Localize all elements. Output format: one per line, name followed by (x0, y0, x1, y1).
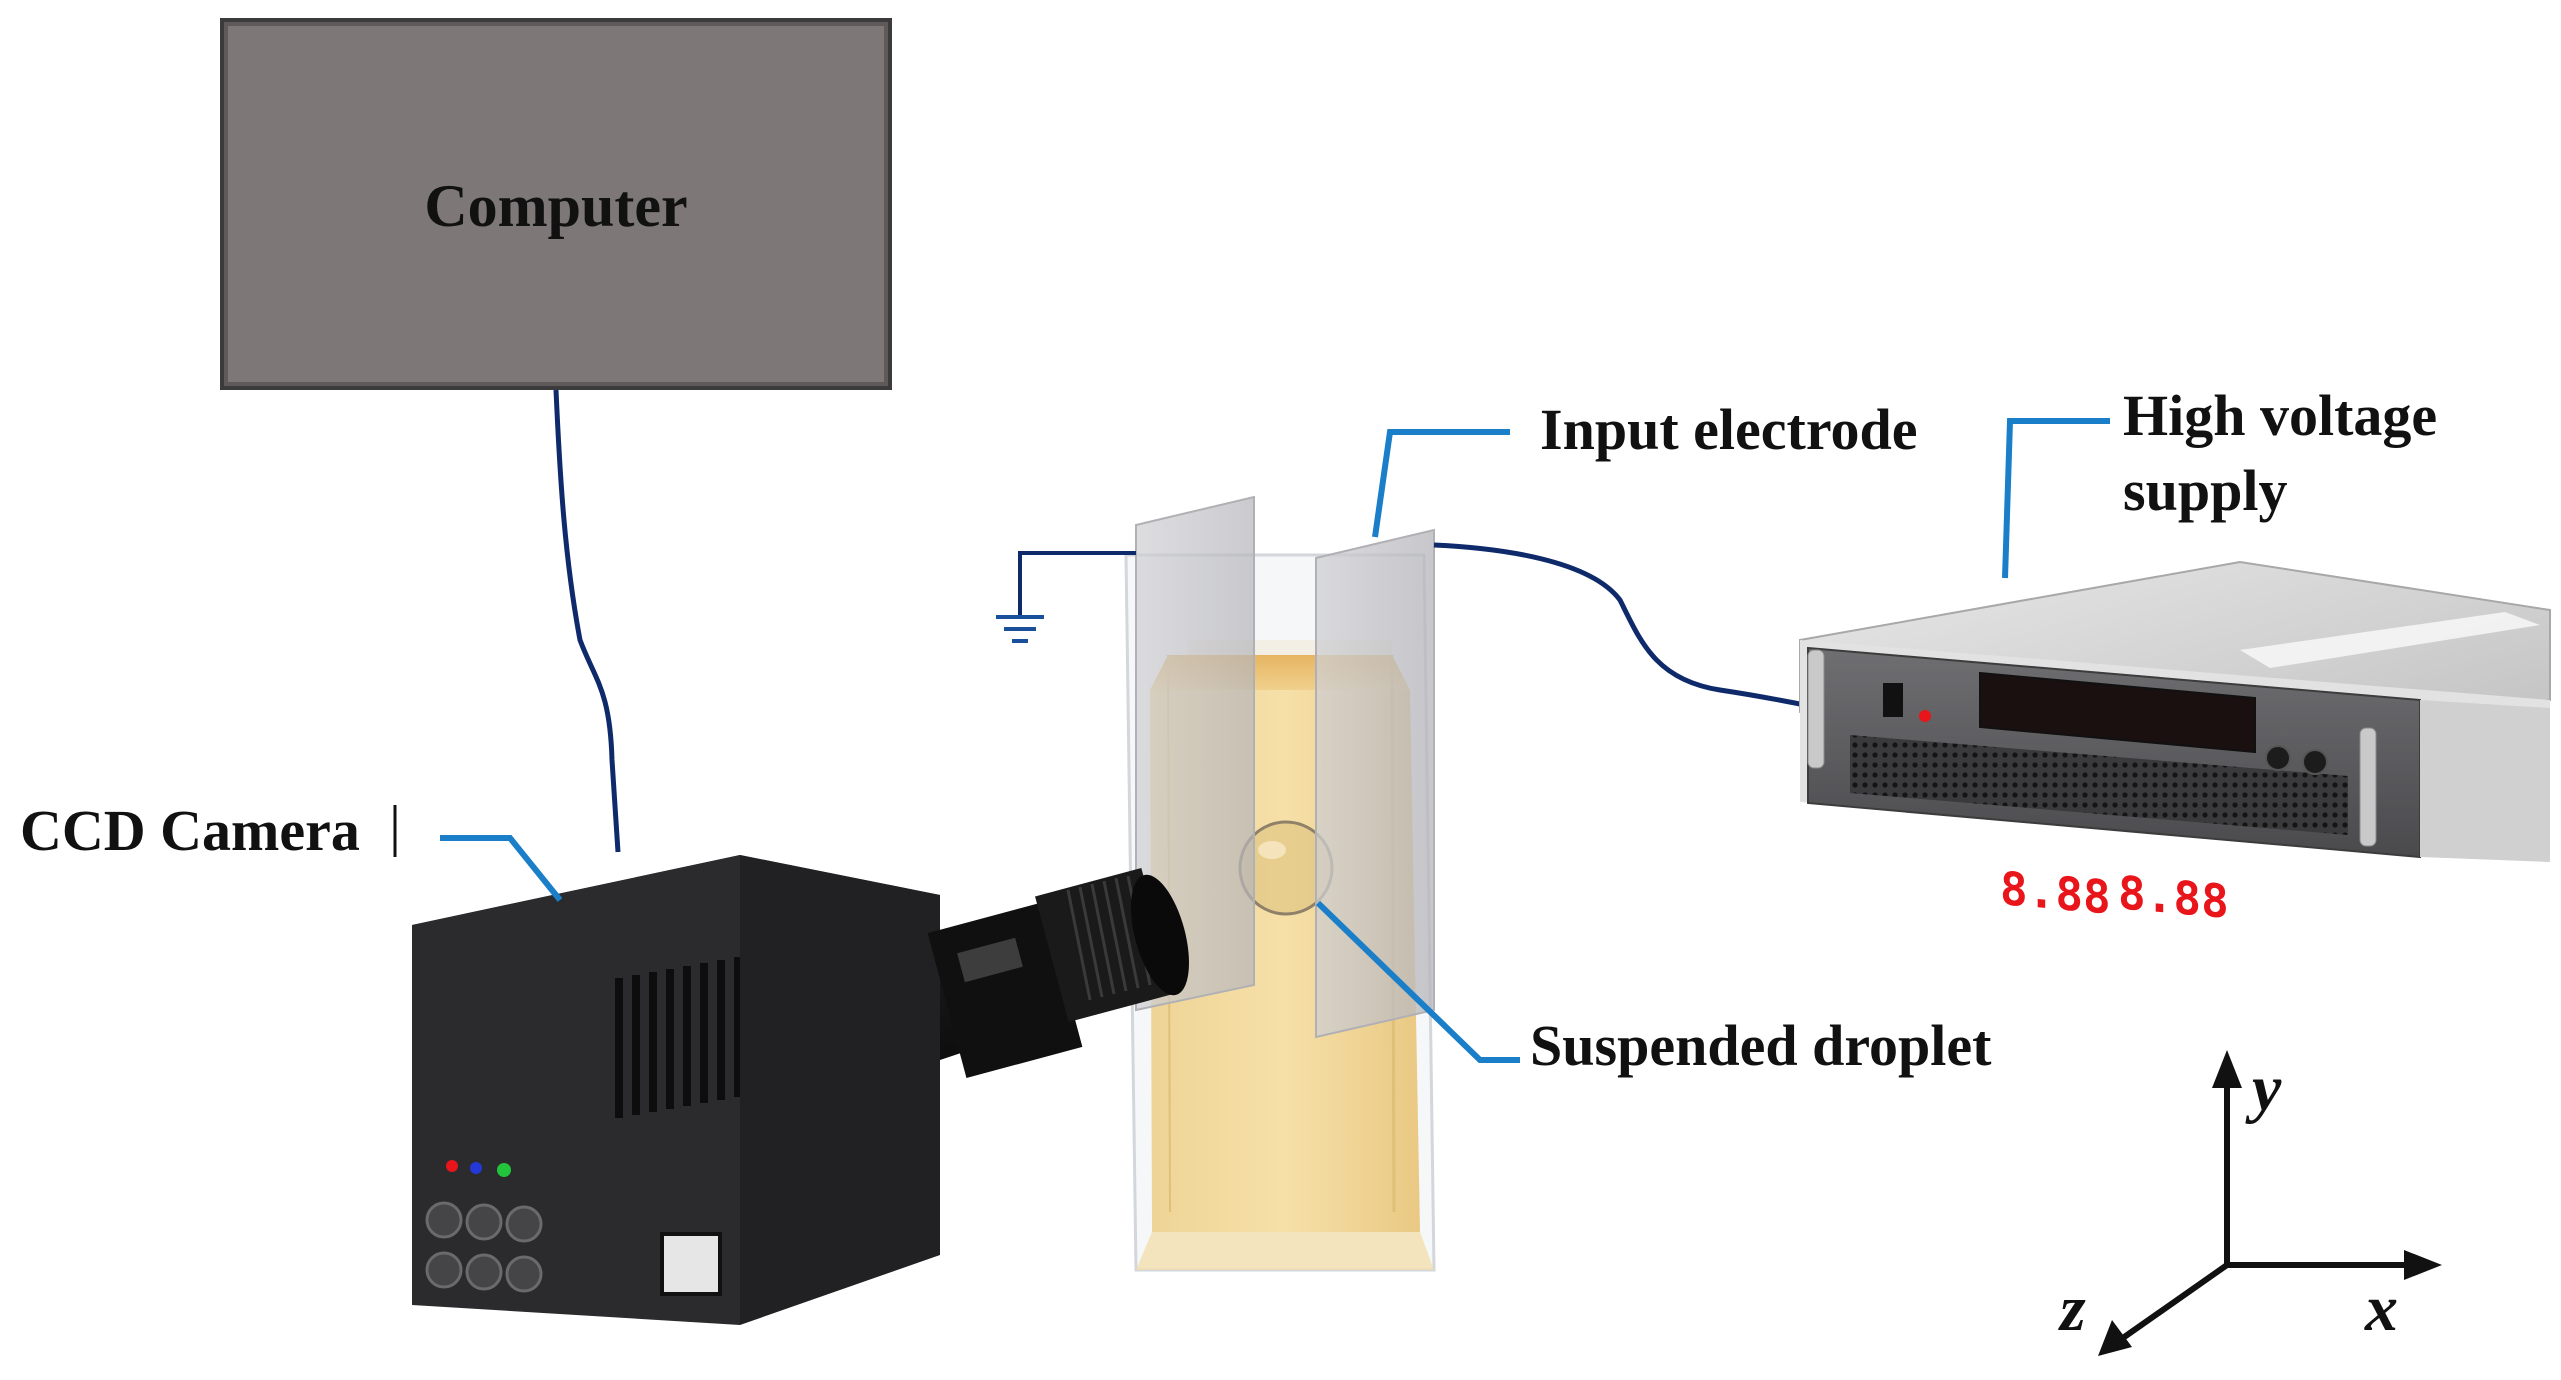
ground-electrode (1135, 495, 1255, 1012)
hv-cable (1433, 542, 1811, 709)
input-electrode (1315, 528, 1435, 1039)
hv-right-handle (2359, 727, 2377, 847)
hv-power-switch[interactable] (1883, 683, 1903, 717)
camera-status-panel (660, 1232, 722, 1296)
hv-display (1979, 671, 2256, 754)
coordinate-axes: y x z (2058, 1050, 2442, 1356)
camera-led-green (497, 1163, 511, 1177)
hv-knob-1[interactable] (2265, 745, 2291, 771)
hv-reading-right: 8.88 (2118, 865, 2229, 929)
camera-side (740, 855, 940, 1325)
y-axis-label: y (2245, 1052, 2282, 1125)
high-voltage-supply: 8.88 8.88 (1799, 560, 2551, 929)
ccd-camera-label: CCD Camera (20, 798, 360, 863)
x-axis-label: x (2364, 1272, 2398, 1345)
hv-supply-label-line1: High voltage (2123, 383, 2437, 448)
hv-vent-grill (1850, 735, 2348, 835)
z-axis-arrow (2118, 1262, 2229, 1343)
hv-knob-2[interactable] (2302, 749, 2328, 775)
leader-droplet (1315, 900, 1520, 1063)
hv-power-led (1919, 710, 1931, 722)
z-axis-label: z (2058, 1272, 2086, 1345)
camera-lens (927, 867, 1189, 1078)
leader-hv-supply (2002, 418, 2110, 579)
ground-symbol (996, 551, 1136, 643)
computer: Computer (220, 18, 892, 390)
camera-connectors (425, 1201, 543, 1293)
leader-lines (440, 418, 2110, 1063)
camera-led-red (446, 1160, 458, 1172)
ccd-camera (412, 855, 940, 1325)
camera-vents (615, 957, 740, 1118)
hv-left-handle (1807, 649, 1825, 769)
computer-camera-cable (553, 389, 621, 853)
computer-screen (224, 22, 888, 386)
input-electrode-label: Input electrode (1540, 397, 1918, 462)
camera-led-blue (470, 1162, 482, 1174)
leader-input-electrode (1372, 429, 1510, 538)
computer-label: Computer (424, 173, 687, 239)
leader-ccd-camera (440, 835, 563, 902)
hv-supply-label-line2: supply (2123, 458, 2287, 523)
suspended-droplet-label: Suspended droplet (1530, 1013, 1992, 1078)
hv-reading-left: 8.88 (2000, 861, 2111, 925)
